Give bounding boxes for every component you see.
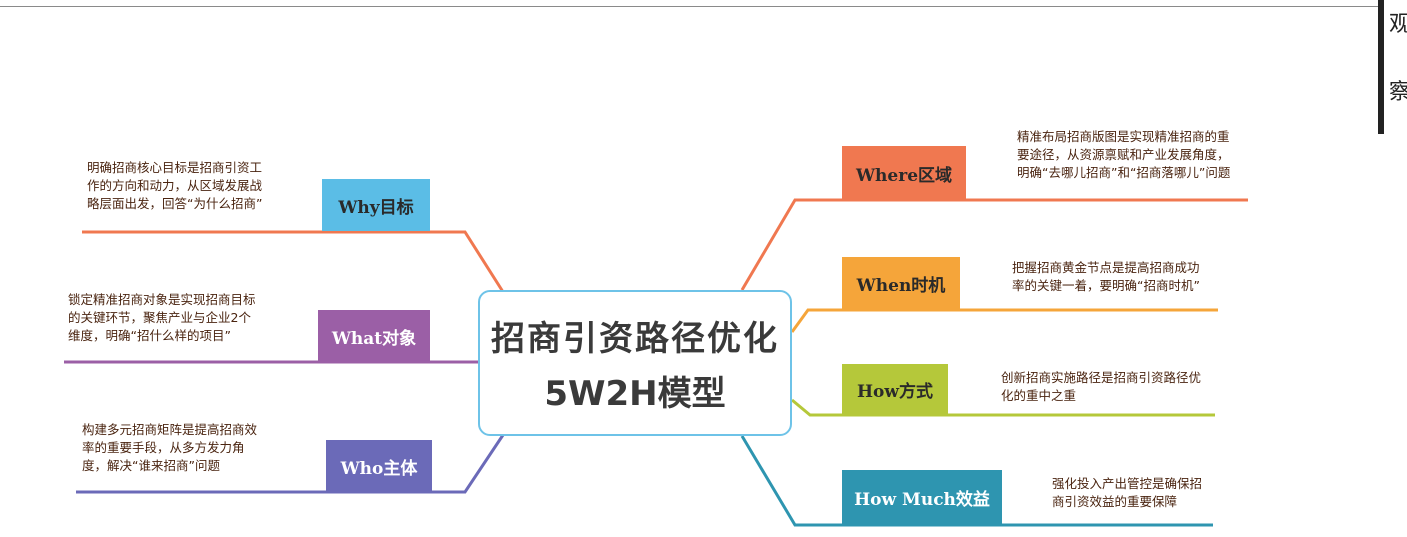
sidebar-char-1: 观 bbox=[1389, 12, 1407, 37]
who-description: 构建多元招商矩阵是提高招商效 率的重要手段，从多方发力角 度，解决“谁来招商”问… bbox=[82, 422, 258, 473]
why-node[interactable]: Why目标 bbox=[322, 179, 430, 231]
center-title-line1: 招商引资路径优化 bbox=[491, 319, 779, 359]
howmuch-node[interactable]: How Much效益 bbox=[842, 470, 1002, 525]
when-description: 把握招商黄金节点是提高招商成功 率的关键一着，要明确“招商时机” bbox=[1012, 260, 1200, 293]
howmuch-connector bbox=[740, 435, 1213, 527]
how-connector bbox=[791, 398, 1215, 417]
why-description: 明确招商核心目标是招商引资工 作的方向和动力，从区域发展战 略层面出发，回答“为… bbox=[87, 160, 263, 211]
how-node[interactable]: How方式 bbox=[842, 364, 948, 415]
sidebar-char-2: 察 bbox=[1389, 80, 1407, 105]
what-description: 锁定精准招商对象是实现招商目标 的关键环节，聚焦产业与企业2个 维度，明确“招什… bbox=[68, 292, 256, 343]
why-connector bbox=[82, 230, 507, 296]
top-border-line bbox=[0, 6, 1380, 7]
where-connector bbox=[740, 198, 1248, 291]
howmuch-description: 强化投入产出管控是确保招 商引资效益的重要保障 bbox=[1052, 476, 1203, 509]
center-title-line2: 5W2H模型 bbox=[544, 374, 726, 414]
who-node[interactable]: Who主体 bbox=[326, 440, 432, 492]
where-node[interactable]: Where区域 bbox=[842, 146, 966, 200]
where-description: 精准布局招商版图是实现精准招商的重 要途径，从资源禀赋和产业发展角度， 明确“去… bbox=[1017, 129, 1231, 180]
when-connector bbox=[790, 308, 1218, 333]
sidebar-bar bbox=[1378, 0, 1384, 134]
what-node[interactable]: What对象 bbox=[318, 310, 430, 362]
how-description: 创新招商实施路径是招商引资路径优 化的重中之重 bbox=[1001, 370, 1202, 403]
center-node[interactable]: 招商引资路径优化 5W2H模型 bbox=[478, 290, 792, 436]
when-node[interactable]: When时机 bbox=[842, 257, 960, 310]
who-connector bbox=[76, 431, 507, 494]
